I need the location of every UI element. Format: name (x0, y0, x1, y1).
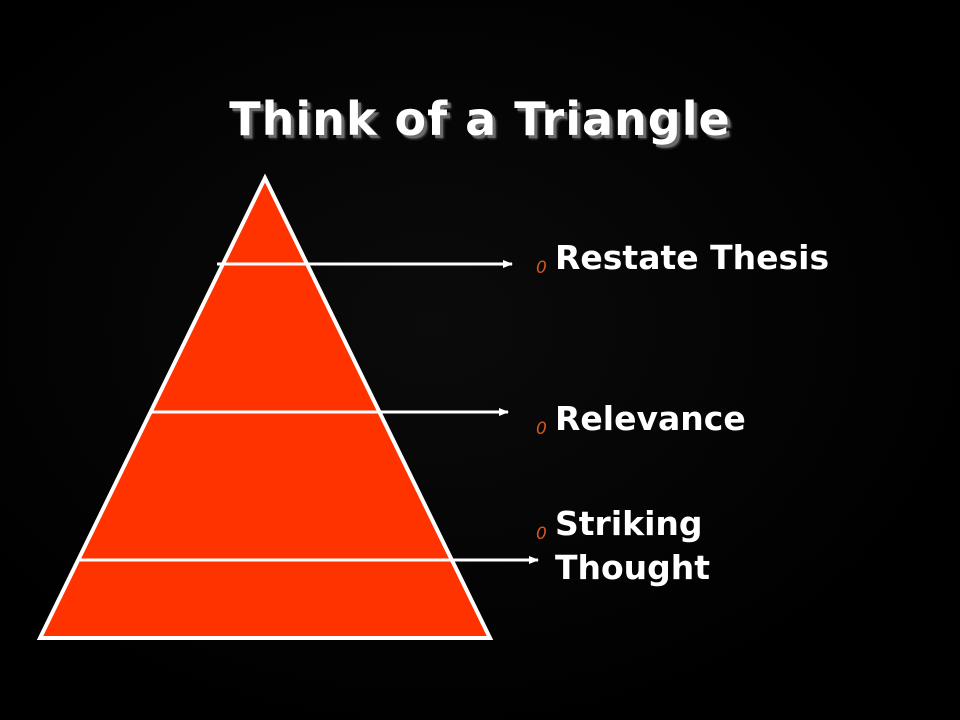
bullet-striking-thought: 0 Striking Thought (536, 502, 775, 590)
bullet-label: Restate Thesis (555, 238, 830, 277)
bullet-marker: 0 (536, 258, 547, 278)
bullet-relevance: 0 Relevance (536, 397, 746, 451)
bullet-label: Relevance (555, 399, 746, 438)
slide-title: Think of a Triangle (229, 92, 731, 146)
triangle-shape (36, 173, 494, 640)
bullet-marker: 0 (536, 419, 547, 439)
bullet-label: Striking Thought (555, 504, 711, 587)
bullet-restate-thesis: 0 Restate Thesis (536, 236, 829, 290)
bullet-marker: 0 (536, 524, 547, 544)
